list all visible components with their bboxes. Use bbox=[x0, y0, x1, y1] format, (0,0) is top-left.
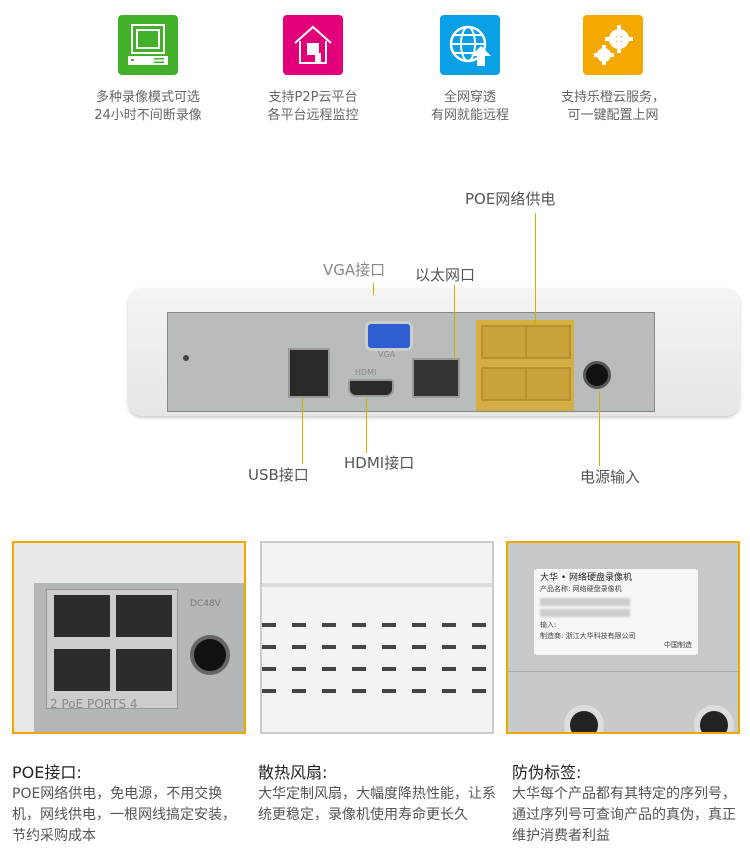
poe-ports-mark: 2 PoE PORTS 4 bbox=[50, 697, 138, 711]
hdmi-mark: HDMI bbox=[355, 368, 377, 377]
label-ethernet: 以太网口 bbox=[415, 266, 476, 284]
poe-port bbox=[525, 325, 571, 359]
photo-poe-ports: 2 PoE PORTS 4 DC48V bbox=[12, 541, 246, 734]
sticker-name-value: 网络硬盘录像机 bbox=[572, 585, 622, 593]
desc-title: 防伪标签: bbox=[512, 763, 582, 782]
sticker-name-label: 产品名称: bbox=[540, 585, 571, 593]
poe-port bbox=[481, 325, 527, 359]
made-in-china: 中国制造 bbox=[664, 641, 692, 649]
power-mark: DC48V bbox=[190, 599, 221, 609]
feature-text: 可一键配置上网 bbox=[567, 108, 659, 123]
sticker-input-label: 输入: bbox=[540, 621, 557, 629]
feature-text: 全网穿透 bbox=[443, 90, 496, 105]
photo-fan-vents bbox=[260, 541, 494, 734]
desc-title: 散热风扇: bbox=[258, 763, 328, 782]
ethernet-port bbox=[412, 358, 460, 398]
product-sticker: 大华 • 网络硬盘录像机 产品名称: 网络硬盘录像机 输入: 制造商: 浙江大华… bbox=[534, 569, 698, 655]
vent-slots bbox=[262, 623, 492, 703]
feature-text: 多种录像模式可选 bbox=[95, 90, 200, 105]
vga-port bbox=[365, 321, 413, 351]
desc-title: POE接口: bbox=[12, 763, 82, 782]
desc-body: 大华定制风扇，大幅度降热性能，让系统更稳定，录像机使用寿命更长久 bbox=[258, 786, 496, 823]
feature-cloud: 支持乐橙云服务， 可一键配置上网 bbox=[533, 15, 693, 125]
dvr-recorder-icon bbox=[118, 15, 178, 75]
poe-port bbox=[525, 367, 571, 401]
feature-p2p: 支持P2P云平台各平台远程监控 bbox=[233, 15, 393, 125]
feature-text: 有网就能远程 bbox=[430, 108, 509, 123]
desc-body: 大华每个产品都有其特定的序列号，通过序列号可查询产品的真伪，真正维护消费者利益 bbox=[512, 786, 736, 844]
label-vga: VGA接口 bbox=[323, 261, 386, 279]
vga-mark: VGA bbox=[378, 350, 396, 359]
desc-label: 防伪标签: 大华每个产品都有其特定的序列号，通过序列号可查询产品的真伪，真正维护… bbox=[512, 762, 742, 847]
reset-hole bbox=[183, 355, 189, 361]
usb-port bbox=[288, 348, 330, 398]
label-poe: POE网络供电 bbox=[465, 190, 556, 208]
desc-poe: POE接口: POE网络供电，免电源，不用交换机，网线供电，一根网线搞定安装，节… bbox=[12, 762, 248, 847]
globe-upload-icon bbox=[440, 15, 500, 75]
feature-text: 24小时不间断录像 bbox=[94, 108, 202, 123]
sticker-maker-value: 浙江大华科技有限公司 bbox=[565, 632, 636, 640]
feature-text: 支持P2P云平台 bbox=[268, 90, 358, 105]
feature-penetration: 全网穿透有网就能远程 bbox=[390, 15, 550, 125]
smart-home-icon bbox=[283, 15, 343, 75]
sticker-title: 大华 • 网络硬盘录像机 bbox=[540, 573, 633, 583]
label-hdmi: HDMI接口 bbox=[344, 454, 415, 472]
desc-body: POE网络供电，免电源，不用交换机，网线供电，一根网线搞定安装，节约采购成本 bbox=[12, 786, 236, 844]
feature-text: 支持乐橙云服务， bbox=[560, 90, 665, 105]
photo-anti-counterfeit-label: 大华 • 网络硬盘录像机 产品名称: 网络硬盘录像机 输入: 制造商: 浙江大华… bbox=[506, 541, 740, 734]
feature-text: 各平台远程监控 bbox=[267, 108, 359, 123]
label-usb: USB接口 bbox=[248, 466, 309, 484]
gears-icon bbox=[583, 15, 643, 75]
feature-recording: 多种录像模式可选 24小时不间断录像 bbox=[68, 15, 228, 125]
sticker-maker-label: 制造商: bbox=[540, 632, 564, 640]
desc-fan: 散热风扇: 大华定制风扇，大幅度降热性能，让系统更稳定，录像机使用寿命更长久 bbox=[258, 762, 502, 826]
label-power: 电源输入 bbox=[580, 468, 641, 486]
poe-port bbox=[481, 367, 527, 401]
hdmi-port bbox=[348, 379, 394, 397]
power-jack bbox=[583, 361, 611, 389]
